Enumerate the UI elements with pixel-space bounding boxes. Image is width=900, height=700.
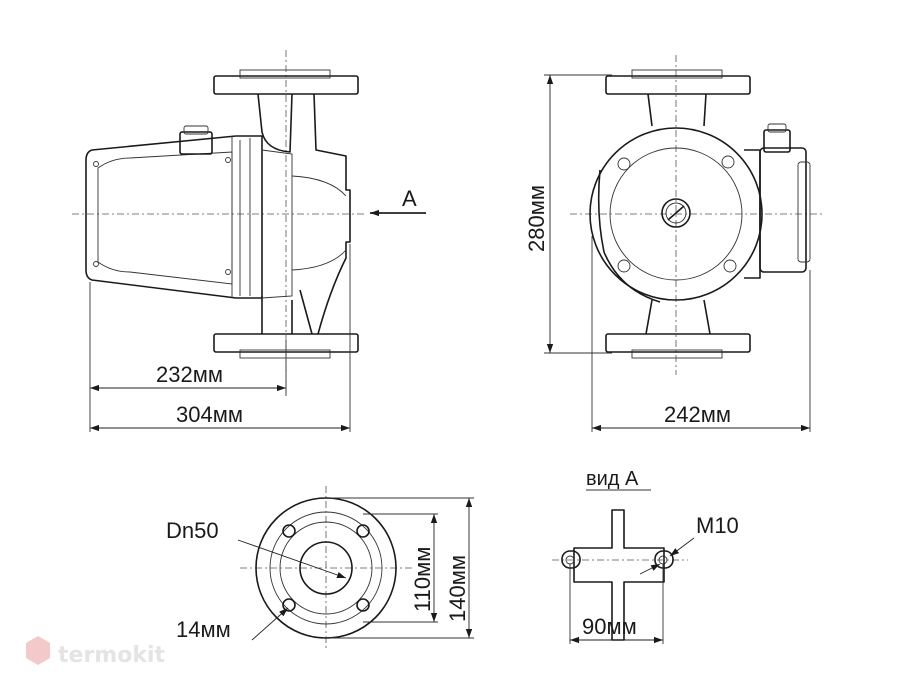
view-a-title: вид A bbox=[586, 468, 639, 490]
m10-label: M10 bbox=[696, 513, 739, 538]
termokit-logo-icon bbox=[26, 636, 50, 665]
arrow-a-label: A bbox=[402, 186, 417, 211]
dim-90-label: 90мм bbox=[582, 614, 637, 639]
dimension-280: 280мм bbox=[524, 74, 612, 354]
watermark-text: termokit bbox=[58, 643, 165, 668]
termokit-watermark: termokit bbox=[26, 636, 165, 668]
dimension-110: 110мм bbox=[363, 513, 438, 623]
dimension-140: 140мм bbox=[330, 497, 474, 639]
flange-view: Dn50 14мм bbox=[166, 486, 412, 650]
dim-232-label: 232мм bbox=[156, 362, 223, 387]
side-view bbox=[72, 50, 365, 395]
dimension-90: 90мм bbox=[569, 564, 664, 644]
dimension-242: 242мм bbox=[591, 236, 811, 432]
view-a: вид A M10 bbox=[552, 468, 739, 641]
dim-242-label: 242мм bbox=[664, 402, 731, 427]
view-a-arrow: A bbox=[370, 186, 426, 217]
dim-110-label: 110мм bbox=[410, 547, 435, 612]
dim-304-label: 304мм bbox=[176, 402, 243, 427]
front-view bbox=[570, 55, 822, 375]
dimension-304: 304мм bbox=[90, 244, 351, 432]
dim-280-label: 280мм bbox=[524, 185, 549, 252]
dimension-232: 232мм bbox=[89, 282, 287, 432]
dim-140-label: 140мм bbox=[445, 555, 470, 622]
hole-14-label: 14мм bbox=[176, 617, 231, 642]
dn50-label: Dn50 bbox=[166, 518, 219, 543]
